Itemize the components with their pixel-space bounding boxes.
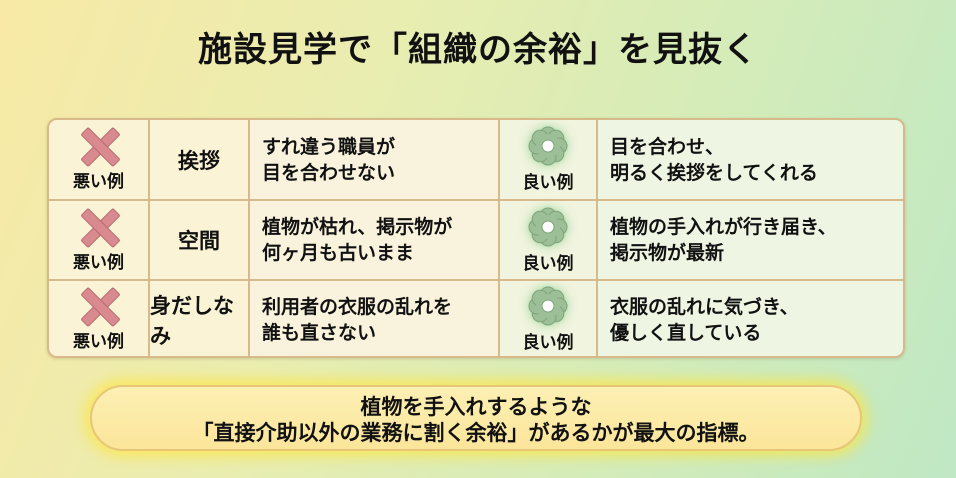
bad-text-line: すれ違う職員が: [262, 135, 396, 158]
bad-example-cell: 悪い例: [49, 201, 150, 279]
good-example-cell: 良い例: [500, 281, 598, 356]
good-text-line: 優しく直している: [610, 321, 762, 344]
category-label: 空間: [150, 201, 250, 279]
conclusion-banner: 植物を手入れするような 「直接介助以外の業務に割く余裕」があるかが最大の指標。: [90, 385, 862, 451]
category-label: 挨拶: [150, 120, 250, 199]
bad-example-label: 悪い例: [73, 172, 124, 192]
good-example-label: 良い例: [522, 253, 574, 274]
category-label: 身だしなみ: [150, 281, 250, 356]
comparison-table: 悪い例 挨拶 すれ違う職員が 目を合わせない 良い例 目を合わせ、 明: [47, 118, 905, 358]
bad-example-cell: 悪い例: [49, 281, 150, 356]
good-text-line: 明るく挨拶をしてくれる: [610, 161, 818, 184]
bad-text-line: 植物が枯れ、掲示物が: [262, 216, 453, 238]
x-mark-icon: [80, 287, 118, 325]
flower-icon: [528, 286, 568, 326]
good-example-cell: 良い例: [500, 120, 598, 199]
good-text-line: 目を合わせ、: [610, 135, 725, 158]
page-title: 施設見学で「組織の余裕」を見抜く: [198, 30, 758, 70]
bad-example-label: 悪い例: [73, 332, 124, 352]
bad-text-line: 何ヶ月も古いまま: [262, 242, 415, 264]
good-example-label: 良い例: [522, 173, 574, 193]
good-text-line: 掲示物が最新: [610, 242, 725, 264]
conclusion-line: 植物を手入れするような: [360, 395, 592, 419]
good-example-label: 良い例: [522, 333, 574, 353]
good-text-line: 植物の手入れが行き届き、: [610, 216, 837, 238]
x-mark-icon: [80, 208, 118, 246]
bad-example-text: 利用者の衣服の乱れを 誰も直さない: [250, 281, 500, 356]
bad-text-line: 利用者の衣服の乱れを: [262, 295, 453, 318]
conclusion-line: 「直接介助以外の業務に割く余裕」があるかが最大の指標。: [192, 421, 760, 445]
bad-example-cell: 悪い例: [49, 120, 150, 199]
bad-example-text: すれ違う職員が 目を合わせない: [250, 120, 500, 199]
good-example-text: 目を合わせ、 明るく挨拶をしてくれる: [598, 120, 903, 199]
flower-icon: [528, 207, 568, 246]
flower-icon: [528, 126, 568, 166]
bad-example-label: 悪い例: [73, 252, 124, 273]
table-row-space: 悪い例 空間 植物が枯れ、掲示物が 何ヶ月も古いまま 良い例 植物の手入れが行き…: [49, 199, 903, 279]
good-example-text: 植物の手入れが行き届き、 掲示物が最新: [598, 201, 903, 279]
good-text-line: 衣服の乱れに気づき、: [610, 295, 799, 318]
x-mark-icon: [80, 127, 118, 165]
bad-text-line: 誰も直さない: [262, 321, 377, 344]
bad-text-line: 目を合わせない: [262, 161, 396, 184]
table-row-greeting: 悪い例 挨拶 すれ違う職員が 目を合わせない 良い例 目を合わせ、 明: [49, 120, 903, 199]
table-row-appearance: 悪い例 身だしなみ 利用者の衣服の乱れを 誰も直さない 良い例 衣服の乱れに気づ…: [49, 279, 903, 356]
good-example-cell: 良い例: [500, 201, 598, 279]
bad-example-text: 植物が枯れ、掲示物が 何ヶ月も古いまま: [250, 201, 500, 279]
good-example-text: 衣服の乱れに気づき、 優しく直している: [598, 281, 903, 356]
